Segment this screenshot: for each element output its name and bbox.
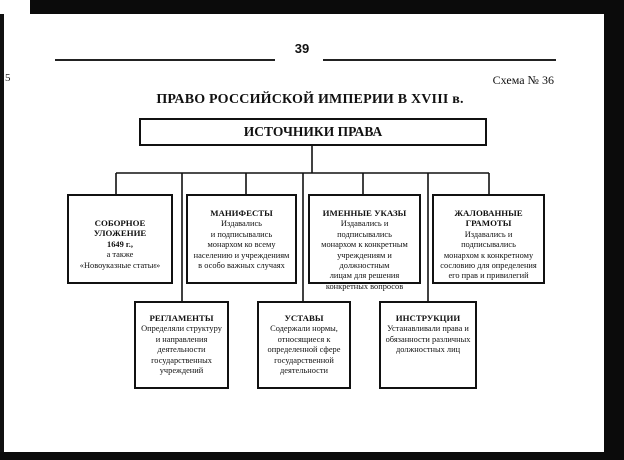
scheme-label: Схема № 36 <box>492 73 554 87</box>
scan-border-bottom <box>0 452 624 460</box>
node-body: Устанавливали права и обязанности различ… <box>385 324 471 355</box>
node-title: РЕГЛАМЕНТЫ <box>149 313 214 323</box>
node-title: ИМЕННЫЕ УКАЗЫ <box>322 208 407 218</box>
node-body: а также «Новоуказные статьи» <box>79 250 161 270</box>
header-rule-right <box>323 59 556 61</box>
node-zhalovannye-gramoty: ЖАЛОВАННЫЕ ГРАМОТЫ Издавались и подписыв… <box>432 194 545 284</box>
node-body: Издавались и подписывались монархом к ко… <box>321 219 408 291</box>
node-body: Издавались и подписывались монархом ко в… <box>193 219 290 271</box>
node-reglamenty: РЕГЛАМЕНТЫ Определяли структуру и направ… <box>134 301 229 389</box>
node-imennye-ukazy: ИМЕННЫЕ УКАЗЫ Издавались и подписывались… <box>308 194 421 291</box>
node-manifesty: МАНИФЕСТЫ Издавались и подписывались мон… <box>186 194 297 284</box>
node-body: Содержали нормы, относящиеся к определен… <box>267 324 341 376</box>
node-title: МАНИФЕСТЫ <box>210 208 273 218</box>
scan-border-left <box>0 0 30 460</box>
node-year: 1649 г., <box>107 239 133 249</box>
header-rule-left <box>55 59 275 61</box>
scan-border-top <box>0 0 624 14</box>
page-number: 39 <box>294 41 310 56</box>
node-body: Определяли структуру и направления деяте… <box>141 324 222 376</box>
node-title: ИНСТРУКЦИИ <box>395 313 461 323</box>
root-node-sources-of-law: ИСТОЧНИКИ ПРАВА <box>139 118 487 146</box>
node-ustavy: УСТАВЫ Содержали нормы, относящиеся к оп… <box>257 301 351 389</box>
node-title: УСТАВЫ <box>284 313 324 323</box>
diagram-title: ПРАВО РОССИЙСКОЙ ИМПЕРИИ В XVIII в. <box>156 92 464 107</box>
node-title: ЖАЛОВАННЫЕ ГРАМОТЫ <box>454 208 523 229</box>
node-sobornoe-ulozhenie: СОБОРНОЕ УЛОЖЕНИЕ 1649 г., а также «Ново… <box>67 194 173 284</box>
node-title: СОБОРНОЕ УЛОЖЕНИЕ <box>93 218 147 239</box>
node-body: Издавались и подписывались монархом к ко… <box>440 229 537 281</box>
margin-mark: 5 <box>5 72 11 84</box>
scan-border-right <box>604 0 624 460</box>
node-instruktsii: ИНСТРУКЦИИ Устанавливали права и обязанн… <box>379 301 477 389</box>
